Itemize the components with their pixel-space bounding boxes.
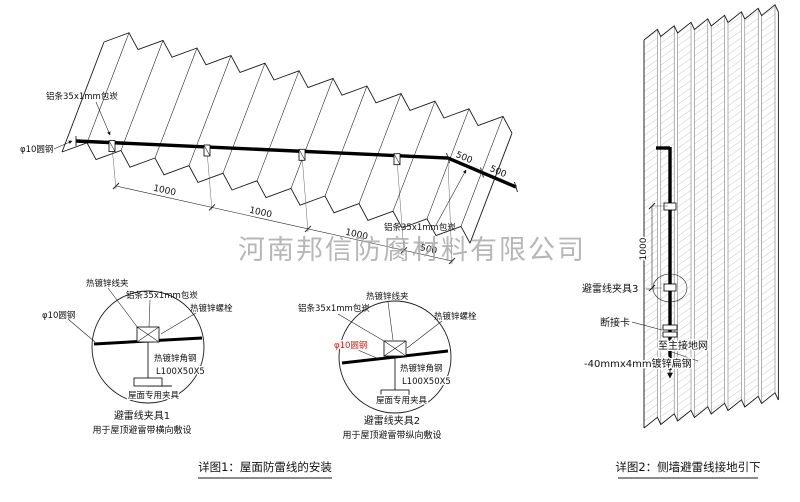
roof-dim-1000-c: 1000 bbox=[344, 228, 369, 243]
wall-side-edges bbox=[643, 12, 779, 428]
side-wall-drawing: 1000 避雷线夹具3 断接卡 至主接地网 -40mmx4mm镀锌扁钢 bbox=[581, 4, 779, 429]
roof-dimension-extension-lines bbox=[111, 146, 453, 265]
company-watermark: 河南邦信防腐材料有限公司 bbox=[238, 235, 586, 266]
roof-wire-clamp-hatch bbox=[108, 140, 116, 152]
wall-wire-clamp-upper bbox=[663, 202, 677, 211]
label-round-steel-1: φ10圆钢 bbox=[42, 310, 75, 321]
label-alu-2: 铝条35x1mm包崁 bbox=[298, 303, 370, 314]
leader-bolt-1 bbox=[160, 312, 197, 335]
roof-wire-clamp-hatch bbox=[298, 149, 306, 161]
leader-alu-1 bbox=[148, 299, 151, 328]
wall-flat-steel-label: -40mmx4mm镀锌扁钢 bbox=[584, 357, 692, 370]
clip-hatch-1b bbox=[136, 326, 160, 343]
roof-round-steel-label: φ10圆钢 bbox=[20, 144, 53, 155]
clamp-2-subtitle: 用于屋顶避雷带纵向敷设 bbox=[342, 429, 441, 441]
roof-corrugation-ridge-lines bbox=[86, 32, 504, 227]
leader-disconnect bbox=[631, 321, 663, 331]
lightning-conductor-wire-roof bbox=[75, 139, 517, 189]
clamp-1-title: 避雷线夹具1 bbox=[114, 409, 170, 422]
roof-special-clamp-detail-1 bbox=[133, 377, 163, 387]
leader-flat-steel bbox=[671, 351, 699, 362]
wall-top-edge-profile bbox=[643, 4, 779, 41]
roof-dimension-ticks bbox=[112, 182, 456, 265]
roof-bend-dimension-ticks bbox=[446, 152, 518, 193]
detail-circle-1 bbox=[91, 290, 205, 404]
label-wire-clip-2: 热镀锌线夹 bbox=[366, 291, 409, 302]
captions: 详图1：屋面防雷线的安装 详图2：侧墙避雷线接地引下 bbox=[198, 460, 761, 479]
wall-disconnect-label: 断接卡 bbox=[600, 316, 630, 329]
disconnect-card-plate-a bbox=[662, 324, 678, 331]
roof-dim-1000-a: 1000 bbox=[152, 184, 177, 199]
roof-dim-1000-b: 1000 bbox=[248, 206, 273, 221]
label-round-steel-2: φ10圆钢 bbox=[334, 340, 367, 351]
wall-clamp3-label: 避雷线夹具3 bbox=[582, 282, 638, 295]
roof-back-edge-profile bbox=[103, 32, 513, 134]
label-angle-spec-2: L100X50X5 bbox=[402, 377, 451, 387]
roof-side-edges bbox=[61, 41, 513, 244]
wall-wire-clamp-lower bbox=[663, 283, 677, 292]
wall-bottom-edge-profile bbox=[643, 392, 779, 429]
label-angle-steel-1: 热镀锌角钢 bbox=[154, 353, 197, 364]
label-roof-clamp-2: 屋面专用夹具 bbox=[376, 395, 428, 406]
detail-circle-2 bbox=[338, 300, 452, 414]
leader-round-steel-roof bbox=[53, 140, 73, 150]
clip-hatch-2b bbox=[383, 340, 407, 357]
disconnect-card-plate-b bbox=[662, 331, 678, 338]
wall-to-ground-label: 至主接地网 bbox=[658, 339, 708, 352]
leader-alu-strip-right bbox=[435, 169, 467, 226]
roof-wire-clamps bbox=[108, 140, 401, 166]
leader-alu-strip-top bbox=[95, 101, 111, 136]
roof-dim-500: 500 bbox=[419, 243, 438, 257]
leader-wire-clip-2 bbox=[387, 301, 394, 341]
clamp-1-subtitle: 用于屋顶避雷带横向敷设 bbox=[92, 424, 191, 436]
label-alu-1: 铝条35x1mm包崁 bbox=[126, 290, 198, 301]
roof-wire-clamp-hatch bbox=[393, 153, 401, 165]
roof-alu-strip-label-right: 铝条35x1mm包崁 bbox=[384, 222, 456, 233]
roof-alu-strip-label-top: 铝条35x1mm包崁 bbox=[46, 91, 118, 102]
roof-special-clamp-detail-2 bbox=[380, 389, 410, 399]
wall-dim-ticks bbox=[648, 202, 656, 292]
label-angle-steel-2: 热镀锌角钢 bbox=[400, 363, 443, 374]
leader-bolt-2 bbox=[406, 320, 443, 349]
detail-2-caption: 详图2：侧墙避雷线接地引下 bbox=[615, 460, 760, 474]
label-roof-clamp-1: 屋面专用夹具 bbox=[128, 390, 180, 401]
label-angle-spec-1: L100X50X5 bbox=[156, 367, 205, 377]
leader-round-steel-2 bbox=[357, 349, 380, 360]
roof-wire-clamp-hatch bbox=[203, 144, 211, 157]
leader-round-steel-1 bbox=[67, 318, 96, 343]
roof-isometric-drawing: 铝条35x1mm包崁 φ10圆钢 铝条35x1mm包崁 1000 1000 10… bbox=[20, 32, 518, 265]
leader-alu-2 bbox=[337, 313, 385, 342]
label-wire-clip-1: 热镀锌线夹 bbox=[86, 278, 129, 289]
label-bolt-2: 热镀锌螺栓 bbox=[434, 311, 477, 322]
leader-wire-clip-1 bbox=[107, 287, 139, 329]
wall-dim-1000: 1000 bbox=[639, 237, 649, 260]
roof-dimension-line bbox=[115, 185, 453, 262]
detail-1-caption: 详图1：屋面防雷线的安装 bbox=[198, 460, 332, 474]
label-bolt-1: 热镀锌螺栓 bbox=[190, 303, 233, 314]
clamp-2-title: 避雷线夹具2 bbox=[364, 414, 420, 427]
clamp-detail-2-drawing: 铝条35x1mm包崁 热镀锌线夹 热镀锌螺栓 φ10圆钢 热镀锌角钢 L100X… bbox=[298, 291, 477, 441]
clamp-detail-1-drawing: 热镀锌线夹 铝条35x1mm包崁 热镀锌螺栓 φ10圆钢 热镀锌角钢 L100X… bbox=[42, 278, 233, 436]
